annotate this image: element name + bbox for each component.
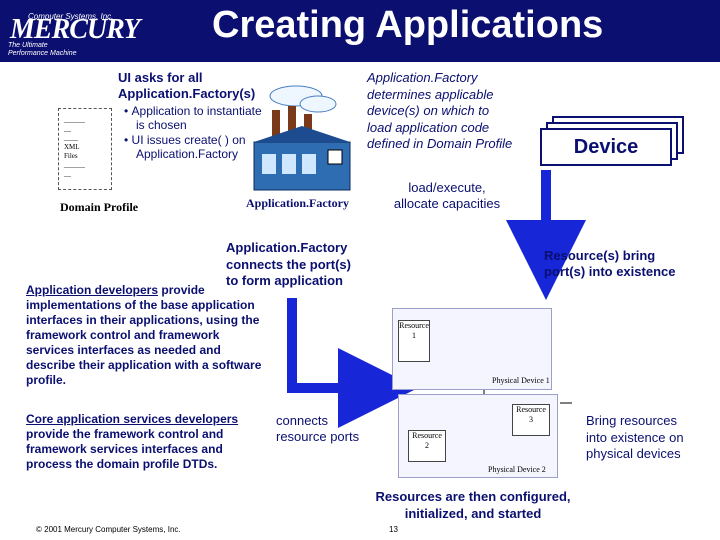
resources-bring-line: port(s) into existence (544, 264, 676, 279)
xml-file-text: ______ __ ____ XML Files ______ __ (64, 116, 85, 179)
bring-line: physical devices (586, 446, 681, 461)
resources-bring-line: Resource(s) bring (544, 248, 656, 263)
app-dev-line: profile. (26, 373, 67, 387)
page-number: 13 (389, 525, 398, 534)
app-dev-line: implementations of the base application (26, 298, 255, 312)
configured-line: initialized, and started (404, 506, 542, 521)
configured-line: Resources are then configured, (375, 489, 571, 504)
bring-line: Bring resources (586, 413, 678, 428)
connects-ports-text: connects resource ports (276, 413, 359, 445)
doc-line: Files (64, 152, 78, 160)
bullet-dot: • (124, 104, 132, 118)
resource-1-number: 1 (412, 331, 416, 340)
app-dev-line: framework control and framework (26, 328, 220, 342)
bullet-2-line1: UI issues create( ) on (131, 133, 246, 147)
device-box: Device (540, 128, 672, 166)
header-band (0, 0, 720, 62)
logo-company: Computer Systems, Inc. (28, 12, 114, 21)
determines-line: load application code (367, 119, 490, 135)
physical-device-1-label: Physical Device 1 (492, 376, 550, 385)
resources-bring: Resource(s) bring port(s) into existence (544, 248, 675, 280)
connects-line: to form application (226, 273, 343, 288)
doc-line: ______ (64, 116, 85, 124)
resource-3: Resource 3 (512, 404, 550, 436)
app-dev-line: describe their application with a softwa… (26, 358, 262, 372)
load-line: load/execute, (408, 180, 486, 195)
app-dev-line: interfaces in their applications, using … (26, 313, 260, 327)
bring-line: into existence on (586, 429, 684, 445)
ui-asks-line2: Application.Factory(s) (118, 86, 256, 101)
physical-device-2-label: Physical Device 2 (488, 465, 546, 474)
xml-file-icon (58, 108, 112, 190)
resource-2-number: 2 (425, 441, 429, 450)
core-dev-line: provide the framework control and (26, 427, 224, 441)
resource-3-label: Resource (516, 405, 546, 414)
factory-to-resources-arrow (287, 298, 418, 428)
core-developers-lead: Core application services developers (26, 412, 239, 426)
determines-line: device(s) on which to (367, 103, 490, 118)
bullet-1-line1: Application to instantiate (131, 104, 262, 118)
bullet-1: • Application to instantiate (124, 104, 262, 118)
load-execute-text: load/execute, allocate capacities (389, 180, 505, 212)
doc-line: __ (64, 170, 71, 178)
doc-line: XML (64, 143, 80, 151)
bullet-2: • UI issues create( ) on (124, 133, 246, 147)
bring-resources-text: Bring resources into existence on physic… (586, 413, 684, 463)
connects-line: Application.Factory (226, 240, 348, 255)
resource-1-label: Resource (399, 321, 429, 330)
app-dev-line: provide (161, 283, 205, 297)
bullet-2-line2: Application.Factory (136, 147, 239, 161)
core-dev-line: framework services interfaces and (26, 442, 223, 456)
determines-line: Application.Factory (367, 70, 478, 85)
resource-2-label: Resource (412, 431, 442, 440)
connects-ports-line: resource ports (276, 429, 360, 444)
connects-line: connects the port(s) (226, 256, 351, 272)
bullet-1-line2: is chosen (136, 118, 187, 132)
connects-ports-line: connects (276, 413, 329, 428)
app-developers-lead: Application developers (26, 283, 159, 297)
factory-label: Application.Factory (246, 196, 349, 210)
ui-asks-line1: UI asks for all (118, 70, 203, 85)
logo: MERCURY (10, 14, 140, 45)
bullet-dot: • (124, 133, 132, 147)
doc-line: __ (64, 125, 71, 133)
resource-1: Resource 1 (398, 320, 430, 362)
resource-3-number: 3 (529, 415, 533, 424)
logo-tagline: The Ultimate Performance Machine (8, 42, 77, 57)
configured-text: Resources are then configured, initializ… (360, 488, 586, 522)
core-dev-line: process the domain profile DTDs. (26, 457, 218, 471)
app-developers-text: Application developers provide implement… (26, 283, 276, 388)
core-developers-text: Core application services developers pro… (26, 412, 266, 472)
domain-profile-label: Domain Profile (60, 200, 139, 214)
factory-connects: Application.Factory connects the port(s)… (226, 240, 351, 290)
app-dev-line: services interfaces as needed and (26, 343, 221, 357)
resource-2: Resource 2 (408, 430, 446, 462)
device-label: Device (573, 135, 639, 158)
load-line: allocate capacities (393, 196, 501, 211)
doc-line: ____ (64, 134, 78, 142)
determines-line: determines applicable (367, 86, 494, 102)
doc-line: ______ (64, 161, 85, 169)
factory-icon (253, 85, 351, 191)
footer-copyright: © 2001 Mercury Computer Systems, Inc. (36, 525, 181, 534)
slide-title: Creating Applications (212, 4, 604, 46)
determines-line: defined in Domain Profile (367, 136, 513, 151)
factory-determines: Application.Factory determines applicabl… (367, 70, 512, 153)
